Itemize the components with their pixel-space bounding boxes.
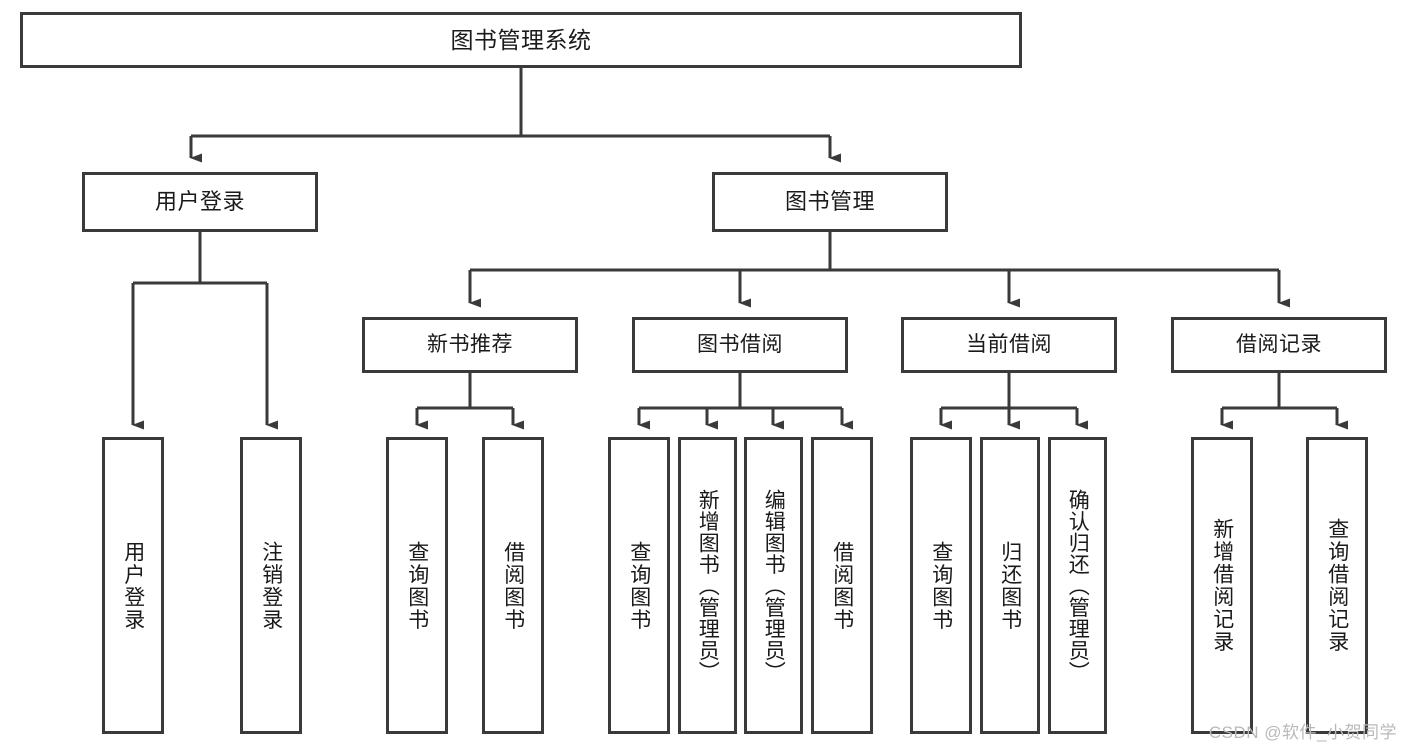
leaf-query-book-borrow-label: 查询图书 xyxy=(627,540,651,631)
leaf-borrow-book-recommend[interactable]: 借阅图书 xyxy=(482,437,544,734)
node-new-book-recommend[interactable]: 新书推荐 xyxy=(362,317,578,373)
node-book-management-label: 图书管理 xyxy=(784,189,875,215)
node-book-borrow[interactable]: 图书借阅 xyxy=(632,317,848,373)
leaf-confirm-return-admin[interactable]: 确认归还（管理员） xyxy=(1048,437,1107,734)
node-user-login[interactable]: 用户登录 xyxy=(82,172,318,232)
leaf-return-book[interactable]: 归还图书 xyxy=(980,437,1040,734)
leaf-edit-book-admin[interactable]: 编辑图书（管理员） xyxy=(744,437,803,734)
node-borrow-record-label: 借阅记录 xyxy=(1236,332,1322,356)
leaf-query-book-recommend[interactable]: 查询图书 xyxy=(386,437,448,734)
leaf-add-borrow-record[interactable]: 新增借阅记录 xyxy=(1191,437,1253,734)
leaf-add-book-admin[interactable]: 新增图书（管理员） xyxy=(678,437,737,734)
leaf-query-book-recommend-label: 查询图书 xyxy=(405,540,429,631)
leaf-borrow-book-label: 借阅图书 xyxy=(830,540,854,631)
node-book-management[interactable]: 图书管理 xyxy=(712,172,948,232)
leaf-add-book-admin-label: 新增图书（管理员） xyxy=(696,488,720,683)
leaf-logout[interactable]: 注销登录 xyxy=(240,437,302,734)
watermark-text: CSDN @软件_小贺同学 xyxy=(1208,723,1397,742)
leaf-return-book-label: 归还图书 xyxy=(998,540,1022,631)
node-root-label: 图书管理系统 xyxy=(450,26,592,53)
leaf-query-borrow-record[interactable]: 查询借阅记录 xyxy=(1306,437,1368,734)
leaf-user-login[interactable]: 用户登录 xyxy=(102,437,164,734)
leaf-query-book-current[interactable]: 查询图书 xyxy=(910,437,972,734)
leaf-logout-label: 注销登录 xyxy=(259,540,283,631)
leaf-query-book-borrow[interactable]: 查询图书 xyxy=(608,437,670,734)
node-root[interactable]: 图书管理系统 xyxy=(20,12,1022,68)
node-user-login-label: 用户登录 xyxy=(154,189,245,215)
node-current-borrow[interactable]: 当前借阅 xyxy=(901,317,1117,373)
leaf-query-book-current-label: 查询图书 xyxy=(929,540,953,631)
leaf-confirm-return-admin-label: 确认归还（管理员） xyxy=(1066,488,1090,683)
leaf-borrow-book-recommend-label: 借阅图书 xyxy=(501,540,525,631)
node-current-borrow-label: 当前借阅 xyxy=(966,332,1052,356)
node-borrow-record[interactable]: 借阅记录 xyxy=(1171,317,1387,373)
leaf-borrow-book[interactable]: 借阅图书 xyxy=(811,437,873,734)
node-new-book-recommend-label: 新书推荐 xyxy=(427,332,513,356)
leaf-user-login-label: 用户登录 xyxy=(121,540,145,631)
leaf-edit-book-admin-label: 编辑图书（管理员） xyxy=(762,488,786,683)
leaf-query-borrow-record-label: 查询借阅记录 xyxy=(1325,518,1349,653)
leaf-add-borrow-record-label: 新增借阅记录 xyxy=(1210,518,1234,653)
node-book-borrow-label: 图书借阅 xyxy=(697,332,783,356)
